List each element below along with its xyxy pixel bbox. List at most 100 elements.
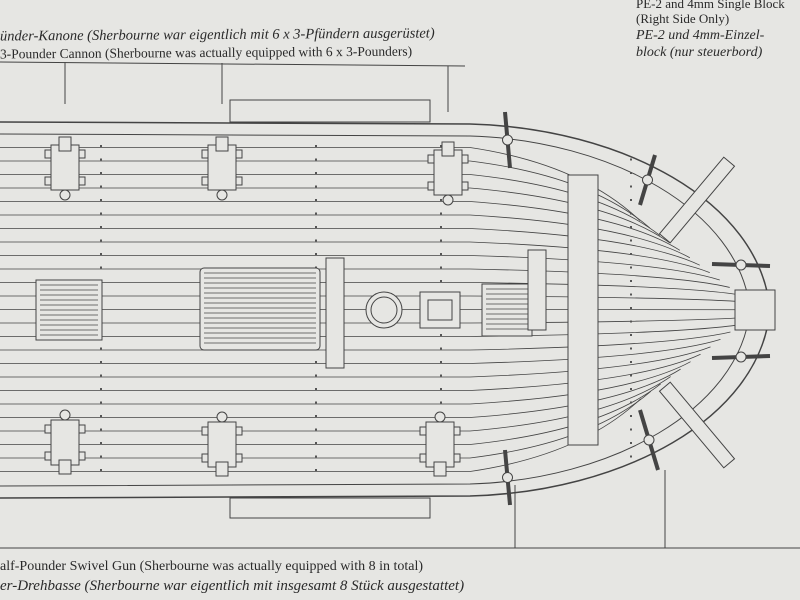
- treenail: [440, 280, 442, 282]
- treenail: [630, 455, 632, 458]
- treenail: [100, 388, 102, 390]
- swivel-label-en: alf-Pounder Swivel Gun (Sherbourne was a…: [0, 559, 424, 574]
- swivel-gun: [711, 351, 771, 363]
- treenail: [440, 388, 442, 390]
- bowsprit-beam: [567, 174, 599, 446]
- treenail: [630, 266, 632, 269]
- treenail: [440, 212, 442, 215]
- treenail: [100, 185, 102, 188]
- block-label-en-1: PE-2 and 4mm Single Block: [636, 0, 785, 11]
- treenail: [315, 253, 317, 255]
- bitts: [325, 257, 345, 369]
- treenail: [315, 145, 317, 147]
- treenail: [440, 361, 442, 363]
- treenail: [315, 469, 317, 471]
- block-label-de-2: block (nur steuerbord): [636, 45, 763, 60]
- treenail: [630, 239, 632, 242]
- plank-line: [0, 174, 661, 236]
- treenail: [630, 185, 632, 188]
- treenail: [440, 226, 442, 228]
- treenail: [630, 293, 632, 296]
- swivel-label-de: er-Drehbasse (Sherbourne war eigentlich …: [0, 578, 465, 594]
- plank-line: [0, 282, 740, 296]
- treenail: [315, 374, 317, 377]
- treenail: [100, 455, 102, 458]
- treenail: [100, 212, 102, 215]
- treenail: [315, 428, 317, 431]
- treenail: [100, 374, 102, 377]
- treenail: [440, 347, 442, 350]
- swivel-gun: [638, 409, 660, 471]
- treenail: [440, 374, 442, 377]
- treenail: [315, 388, 317, 390]
- treenail: [100, 199, 102, 201]
- treenail: [630, 280, 632, 282]
- treenail: [315, 158, 317, 161]
- cannon: [44, 136, 86, 201]
- plank-line: [0, 147, 641, 221]
- treenail: [630, 334, 632, 336]
- treenail: [440, 239, 442, 242]
- treenail: [630, 428, 632, 431]
- treenail: [315, 239, 317, 242]
- treenail: [630, 226, 632, 228]
- treenail: [100, 172, 102, 174]
- treenail: [315, 226, 317, 228]
- plank-line: [0, 268, 730, 288]
- treenail: [630, 320, 632, 323]
- plank-line: [0, 331, 731, 351]
- mast-partner: [419, 291, 461, 329]
- treenail: [630, 401, 632, 404]
- plank-line: [0, 228, 700, 266]
- treenail: [100, 361, 102, 363]
- cannon-label-de: ünder-Kanone (Sherbourne war eigentlich …: [0, 25, 435, 45]
- treenail: [630, 374, 632, 377]
- treenail: [315, 455, 317, 458]
- treenail: [100, 226, 102, 228]
- treenail: [100, 428, 102, 431]
- plank-line: [0, 160, 651, 229]
- treenail: [100, 145, 102, 147]
- swivel-guns: [502, 111, 771, 506]
- treenail: [630, 442, 632, 444]
- treenail: [315, 199, 317, 201]
- treenail: [630, 145, 632, 147]
- bow-step: [734, 289, 776, 331]
- treenail: [630, 469, 632, 471]
- plank-line: [0, 353, 701, 391]
- cannons: [44, 136, 469, 477]
- treenail: [630, 388, 632, 390]
- treenail: [315, 172, 317, 174]
- treenail: [100, 347, 102, 350]
- treenail: [440, 145, 442, 147]
- plank-line: [0, 241, 710, 273]
- cannon: [44, 409, 86, 475]
- treenail: [100, 266, 102, 269]
- treenail: [100, 253, 102, 255]
- treenail: [315, 401, 317, 404]
- hatch-grating-3: [481, 283, 533, 337]
- cannon: [201, 136, 243, 201]
- treenail: [630, 212, 632, 215]
- rail-top: [229, 99, 431, 123]
- treenail: [100, 158, 102, 161]
- cannon-label-en: 3-Pounder Cannon (Sherbourne was actuall…: [0, 43, 413, 62]
- plank-line: [0, 255, 720, 281]
- plank-line: [0, 324, 741, 337]
- treenail: [315, 361, 317, 363]
- block-label-en-2: (Right Side Only): [636, 11, 730, 26]
- rail-bottom: [229, 497, 431, 519]
- treenail: [315, 185, 317, 188]
- plank-line: [0, 383, 661, 445]
- treenail: [630, 199, 632, 201]
- swivel-gun: [502, 111, 513, 169]
- treenail: [440, 199, 442, 201]
- treenail: [315, 212, 317, 215]
- leader-line-swivel: [0, 470, 800, 549]
- treenail: [630, 361, 632, 363]
- cathead: [658, 156, 736, 244]
- treenail: [100, 239, 102, 242]
- block-label-de-1: PE-2 und 4mm-Einzel-: [636, 28, 765, 43]
- hatch-grating-1: [35, 279, 103, 341]
- treenail: [100, 469, 102, 471]
